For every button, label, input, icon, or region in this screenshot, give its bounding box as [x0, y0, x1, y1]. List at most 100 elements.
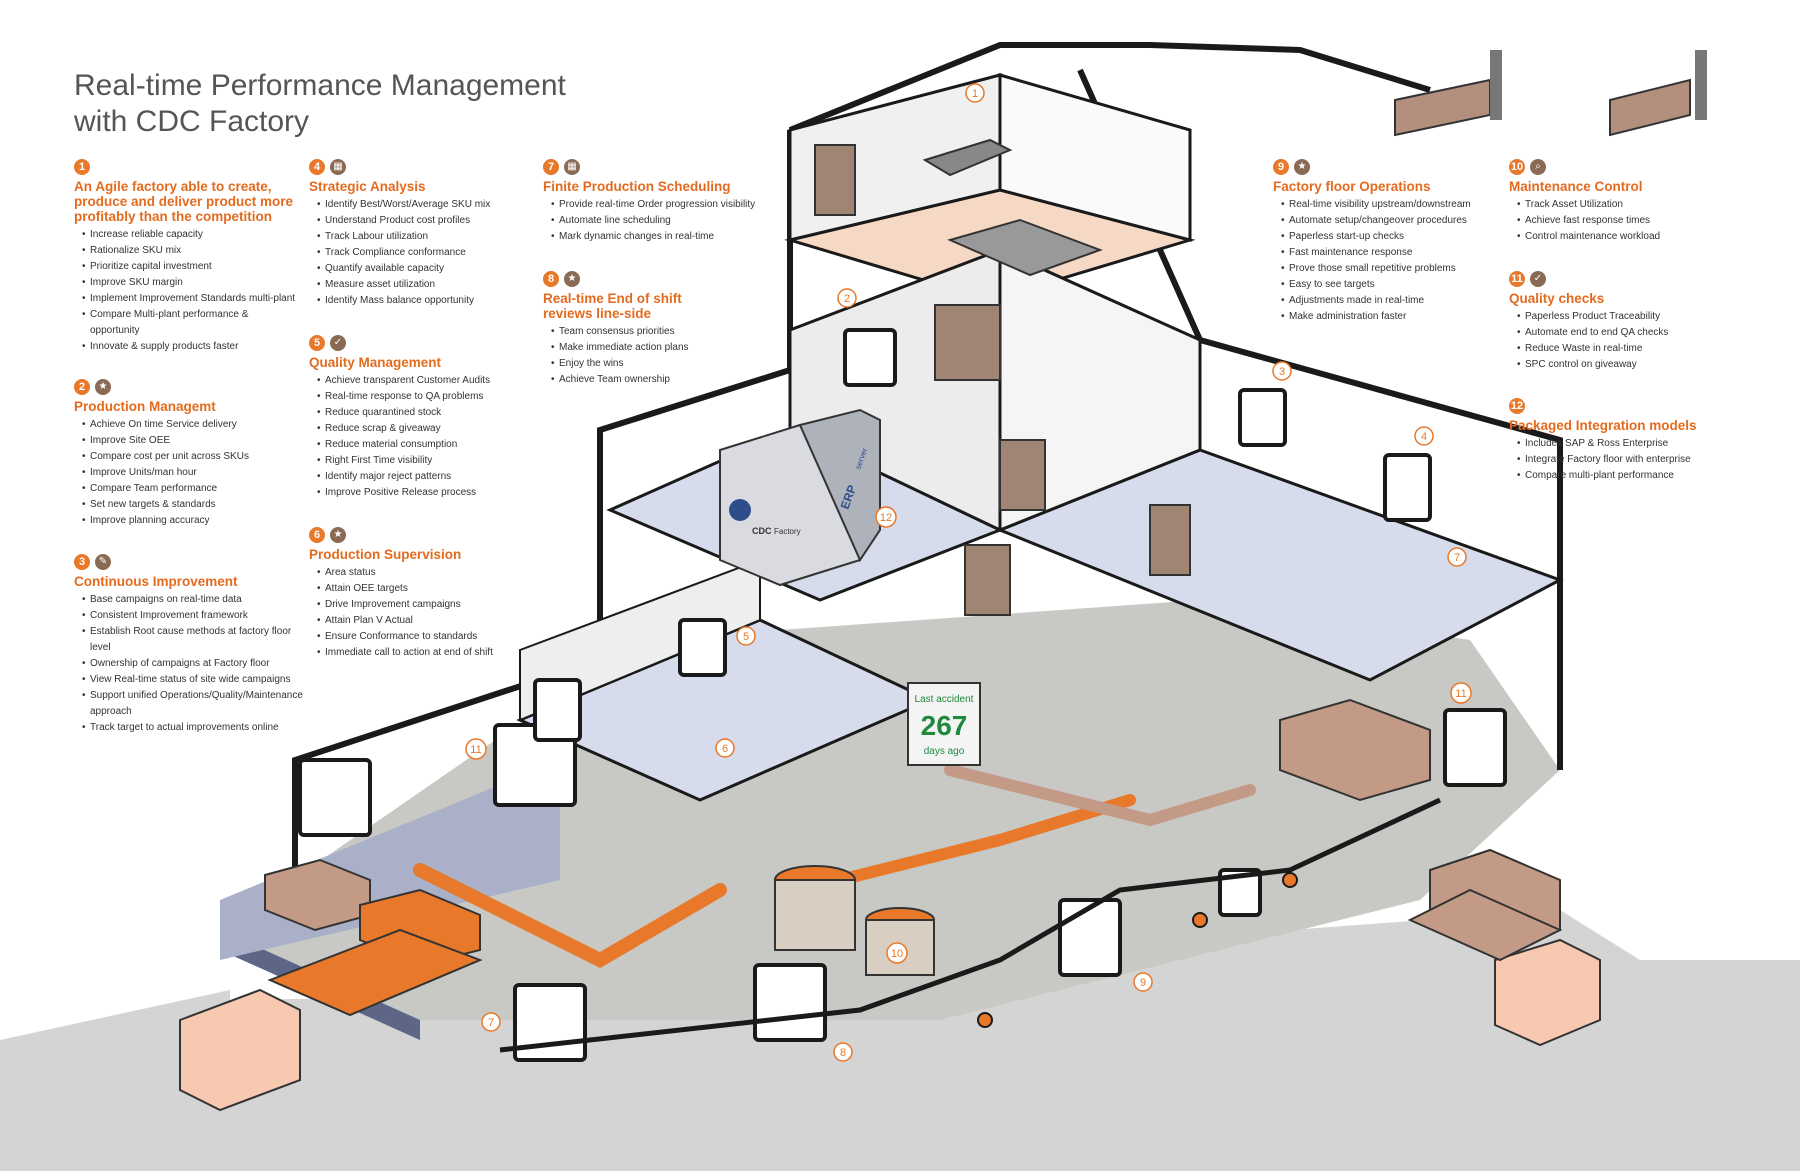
callout-2: 2	[837, 288, 857, 308]
section-title: Finite Production Scheduling	[543, 179, 731, 194]
accident-sign-line3: days ago	[924, 746, 965, 757]
list-item: Attain Plan V Actual	[317, 613, 539, 629]
section-list: Real-time visibility upstream/downstream…	[1273, 197, 1503, 325]
svg-text:8: 8	[840, 1047, 846, 1059]
svg-text:3: 3	[1279, 366, 1285, 378]
section-list: Identify Best/Worst/Average SKU mix Unde…	[309, 197, 539, 309]
list-item: Understand Product cost profiles	[317, 213, 539, 229]
list-item: Track Labour utilization	[317, 229, 539, 245]
list-item: Right First Time visibility	[317, 453, 539, 469]
section-list: Paperless Product Traceability Automate …	[1509, 309, 1739, 373]
remote-factory-building	[1394, 78, 1491, 137]
section-6: 6★ Production Supervision Area status At…	[309, 526, 539, 661]
filing-cabinet	[1149, 504, 1191, 576]
middle-floor-wall-right	[998, 247, 1202, 533]
check-icon: ✓	[1530, 271, 1546, 287]
section-number: 4	[309, 159, 325, 175]
section-number: 10	[1509, 159, 1525, 175]
section-list: Achieve transparent Customer Audits Real…	[309, 373, 539, 501]
section-11: 11✓ Quality checks Paperless Product Tra…	[1509, 270, 1739, 373]
cdc-logo-icon	[729, 499, 751, 521]
building-outline-top	[788, 42, 1431, 133]
list-item: SPC control on giveaway	[1517, 357, 1739, 373]
network-cable	[499, 797, 1442, 1053]
section-1: 1 An Agile factory able to create, produ…	[74, 158, 299, 355]
list-item: Consistent Improvement framework	[82, 608, 304, 624]
list-item: Achieve fast response times	[1517, 213, 1739, 229]
section-list: Achieve On time Service delivery Improve…	[74, 417, 304, 529]
list-item: Integrate Factory floor with enterprise	[1517, 452, 1739, 468]
section-list: Includes SAP & Ross Enterprise Integrate…	[1509, 436, 1739, 484]
conveyor-line	[944, 764, 1256, 827]
list-item: Area status	[317, 565, 539, 581]
list-item: Improve planning accuracy	[82, 513, 304, 529]
list-item: Improve Positive Release process	[317, 485, 539, 501]
star-icon: ★	[330, 527, 346, 543]
callout-1: 1	[965, 83, 985, 103]
callout-3: 3	[1272, 361, 1292, 381]
conveyor-line	[413, 863, 727, 968]
list-item: Identify Best/Worst/Average SKU mix	[317, 197, 539, 213]
filing-cabinet	[934, 304, 1001, 381]
list-item: Set new targets & standards	[82, 497, 304, 513]
svg-text:2: 2	[844, 293, 850, 305]
list-item: Innovate & supply products faster	[82, 339, 299, 355]
list-item: Implement Improvement Standards multi-pl…	[82, 291, 299, 307]
svg-text:1: 1	[972, 88, 978, 100]
list-item: Improve Site OEE	[82, 433, 304, 449]
section-title: Quality Management	[309, 355, 442, 370]
accident-sign-line1: Last accident	[915, 694, 974, 705]
callout-6: 6	[715, 738, 735, 758]
list-item: Includes SAP & Ross Enterprise	[1517, 436, 1739, 452]
list-item: Achieve Team ownership	[551, 372, 703, 388]
network-nodes	[977, 872, 1298, 1028]
section-number: 2	[74, 379, 90, 395]
erp-server-rack	[798, 408, 881, 563]
section-title: Production Supervision	[309, 547, 462, 562]
list-item: Paperless Product Traceability	[1517, 309, 1739, 325]
list-item: Paperless start-up checks	[1281, 229, 1503, 245]
filing-cabinet	[814, 144, 856, 216]
wrench-icon: ✎	[95, 554, 111, 570]
list-item: Fast maintenance response	[1281, 245, 1503, 261]
accident-sign-board	[907, 682, 981, 766]
svg-text:7: 7	[1454, 552, 1460, 564]
server-brand-cdc: CDC	[752, 526, 772, 536]
svg-text:4: 4	[1421, 431, 1427, 443]
section-number: 3	[74, 554, 90, 570]
page-title-line1: Real-time Performance Management	[74, 69, 566, 102]
list-item: Measure asset utilization	[317, 277, 539, 293]
section-8: 8★ Real-time End of shift reviews line-s…	[543, 270, 703, 388]
list-item: Compare multi-plant performance	[1517, 468, 1739, 484]
callout-9: 9	[1133, 972, 1153, 992]
list-item: Establish Root cause methods at factory …	[82, 624, 304, 656]
process-tank	[774, 879, 856, 951]
section-9: 9★ Factory floor Operations Real-time vi…	[1273, 158, 1503, 325]
section-list: Provide real-time Order progression visi…	[543, 197, 773, 245]
section-number: 8	[543, 271, 559, 287]
svg-text:10: 10	[891, 948, 903, 960]
list-item: Quantify available capacity	[317, 261, 539, 277]
callout-11a: 11	[465, 738, 487, 760]
list-item: View Real-time status of site wide campa…	[82, 672, 304, 688]
section-2: 2★ Production Managemt Achieve On time S…	[74, 378, 304, 529]
svg-text:11: 11	[470, 744, 481, 756]
section-title: Quality checks	[1509, 291, 1605, 306]
delivery-truck-cargo	[267, 928, 483, 1017]
list-item: Mark dynamic changes in real-time	[551, 229, 773, 245]
section-title: Strategic Analysis	[309, 179, 426, 194]
list-item: Increase reliable capacity	[82, 227, 299, 243]
list-item: Attain OEE targets	[317, 581, 539, 597]
section-list: Team consensus priorities Make immediate…	[543, 324, 703, 388]
callout-7b: 7	[481, 1012, 501, 1032]
list-item: Prioritize capital investment	[82, 259, 299, 275]
section-10: 10⌕ Maintenance Control Track Asset Util…	[1509, 158, 1739, 245]
section-list: Track Asset Utilization Achieve fast res…	[1509, 197, 1739, 245]
list-item: Compare Team performance	[82, 481, 304, 497]
server-brand-factory: Factory	[774, 527, 801, 536]
office-desk	[922, 138, 1013, 177]
callout-7a: 7	[1447, 547, 1467, 567]
list-item: Track Asset Utilization	[1517, 197, 1739, 213]
grid-icon: ▦	[330, 159, 346, 175]
